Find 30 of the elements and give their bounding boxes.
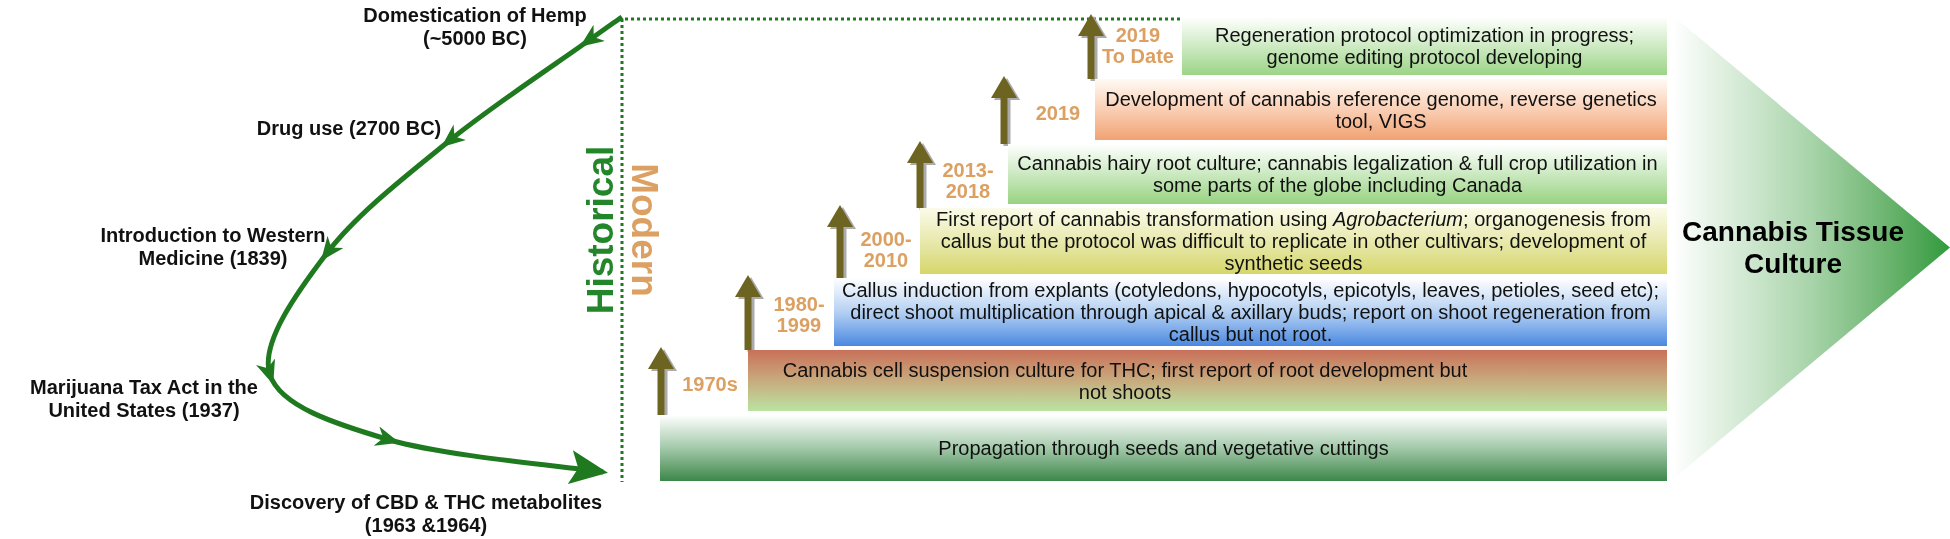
event-label: Drug use (2700 BC) xyxy=(253,117,445,140)
section-label: Historical xyxy=(581,145,621,315)
bar-text: Propagation through seeds and vegetative cuttings xyxy=(937,437,1390,459)
year-label: 1980- 1999 xyxy=(772,294,826,336)
year-label: 2013- 2018 xyxy=(941,160,995,202)
event-label: Introduction to Western Medicine (1839) xyxy=(97,224,329,270)
timeline-bar xyxy=(660,415,1667,481)
up-arrow xyxy=(735,275,761,350)
year-label: 1970s xyxy=(681,373,739,394)
event-label: Marijuana Tax Act in the United States (1937) xyxy=(26,376,262,422)
up-arrow xyxy=(827,205,853,278)
timeline-arrow xyxy=(443,14,624,146)
bar-text: Callus induction from explants (cotyledons, hypocotyls, epicotyls, leaves, petioles, seed etc); direct shoot multiplication through apical & axillary buds; report on shoot regeneration from callus but not root. xyxy=(840,279,1661,345)
heading-text: Cannabis Tissue Culture xyxy=(1681,215,1905,280)
up-arrow xyxy=(648,347,674,415)
bar-text: Regeneration protocol optimization in progress; genome editing protocol developing xyxy=(1213,24,1636,68)
bar-text: Cannabis hairy root culture; cannabis legalization & full crop utilization in some parts of the globe including Canada xyxy=(1016,152,1659,196)
event-label: Discovery of CBD & THC metabolites (1963 &1964) xyxy=(246,491,606,537)
timeline-arrow xyxy=(267,372,608,484)
up-arrow xyxy=(907,141,933,208)
bar-text: Development of cannabis reference genome, reverse genetics tool, VIGS xyxy=(1104,87,1658,132)
year-label: 2019 To Date xyxy=(1101,25,1175,67)
event-label: Domestication of Hemp (~5000 BC) xyxy=(360,4,590,50)
year-label: 2019 xyxy=(1034,102,1082,123)
bar-text: Cannabis cell suspension culture for THC; first report of root development but not shoots xyxy=(781,358,1469,403)
bar-text: First report of cannabis transformation using Agrobacterium; organogenesis from callus but the protocol was difficult to replicate in other cultivars; development of synthetic seeds xyxy=(935,208,1652,274)
timeline-arrow xyxy=(322,138,452,259)
section-label: Modern xyxy=(624,163,664,297)
timeline-arrow xyxy=(256,250,330,382)
year-label: 2000- 2010 xyxy=(859,229,913,271)
